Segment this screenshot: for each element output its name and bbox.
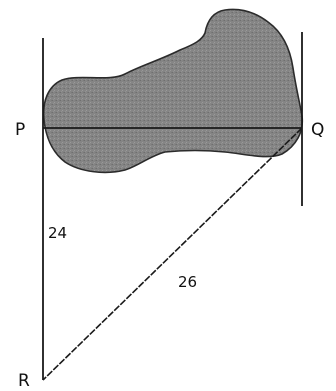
label-length-pr: 24 [48, 224, 67, 242]
label-point-q: Q [311, 120, 324, 140]
irregular-region [42, 8, 304, 174]
label-length-qr: 26 [178, 273, 197, 291]
segment-qr [42, 127, 303, 381]
label-point-r: R [18, 371, 30, 391]
label-point-p: P [15, 120, 25, 140]
